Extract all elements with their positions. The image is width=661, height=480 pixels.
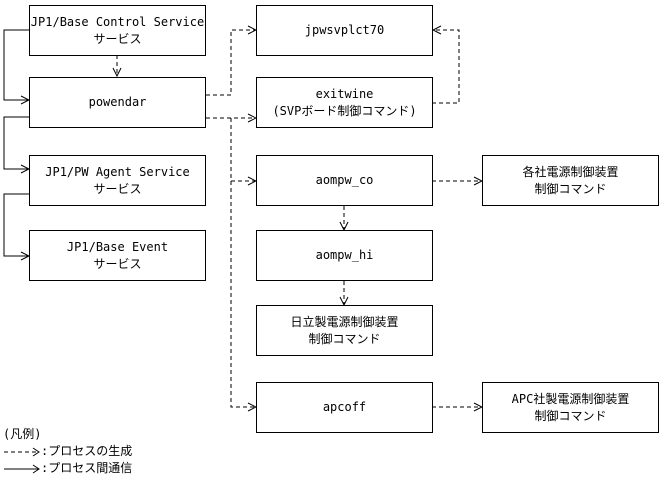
jpwsvplct70-label: jpwsvplct70 (304, 23, 385, 37)
base-control-service-line-2: サービス (93, 31, 142, 46)
exitwine-box: exitwine (SVPボード制御コマンド) (256, 77, 433, 128)
aompw-hi-label: aompw_hi (315, 248, 374, 262)
legend-dashed-row: :プロセスの生成 (3, 443, 132, 460)
solid-arrow-sample (4, 464, 40, 473)
legend-title: (凡例) (3, 427, 42, 441)
ipc-line-agent-event (3, 194, 29, 256)
jpwsvplct70-box: jpwsvplct70 (256, 5, 433, 56)
hitachi-power-control-box: 日立製電源制御装置 制御コマンド (256, 305, 433, 356)
spawn-line-powendar-aompw_co (230, 118, 256, 181)
apc-power-control-box: APC社製電源制御装置 制御コマンド (482, 382, 659, 433)
vendor-power-control-line-2: 制御コマンド (534, 181, 607, 196)
ipc-line-control-powendar (3, 30, 29, 100)
ipc-line-powendar-agent (3, 117, 29, 169)
base-control-service-box: JP1/Base Control Service サービス (29, 5, 206, 56)
base-control-service-line-1: JP1/Base Control Service (30, 14, 205, 29)
base-event-service-box: JP1/Base Event サービス (29, 230, 206, 281)
legend-title-row: (凡例) (3, 426, 132, 443)
apcoff-label: apcoff (322, 400, 367, 414)
apc-power-control-line-1: APC社製電源制御装置 (511, 391, 630, 406)
powendar-box: powendar (29, 77, 206, 128)
spawn-line-exitwine-jpwsvplct70 (432, 30, 460, 104)
legend-solid-row: :プロセス間通信 (3, 460, 132, 477)
dashed-arrow-sample (4, 447, 40, 456)
apc-power-control-line-2: 制御コマンド (534, 408, 607, 423)
aompw-co-label: aompw_co (315, 173, 374, 187)
base-event-service-line-2: サービス (93, 256, 142, 271)
exitwine-line-2: (SVPボード制御コマンド) (272, 103, 417, 118)
base-event-service-line-1: JP1/Base Event (66, 239, 169, 254)
legend: (凡例) :プロセスの生成 :プロセス間通信 (3, 426, 132, 477)
spawn-line-powendar-jpwsvplct70 (206, 30, 256, 96)
legend-solid-label: :プロセス間通信 (41, 461, 133, 475)
powendar-label: powendar (88, 95, 147, 109)
aompw-hi-box: aompw_hi (256, 230, 433, 281)
apcoff-box: apcoff (256, 382, 433, 433)
spawn-line-powendar-apcoff (230, 181, 256, 407)
pw-agent-service-line-1: JP1/PW Agent Service (45, 164, 190, 179)
exitwine-line-1: exitwine (315, 86, 374, 101)
vendor-power-control-line-1: 各社電源制御装置 (522, 164, 619, 179)
pw-agent-service-line-2: サービス (93, 181, 142, 196)
aompw-co-box: aompw_co (256, 155, 433, 206)
hitachi-power-control-line-2: 制御コマンド (308, 331, 381, 346)
legend-dashed-label: :プロセスの生成 (41, 444, 133, 458)
hitachi-power-control-line-1: 日立製電源制御装置 (290, 314, 399, 329)
vendor-power-control-box: 各社電源制御装置 制御コマンド (482, 155, 659, 206)
pw-agent-service-box: JP1/PW Agent Service サービス (29, 155, 206, 206)
